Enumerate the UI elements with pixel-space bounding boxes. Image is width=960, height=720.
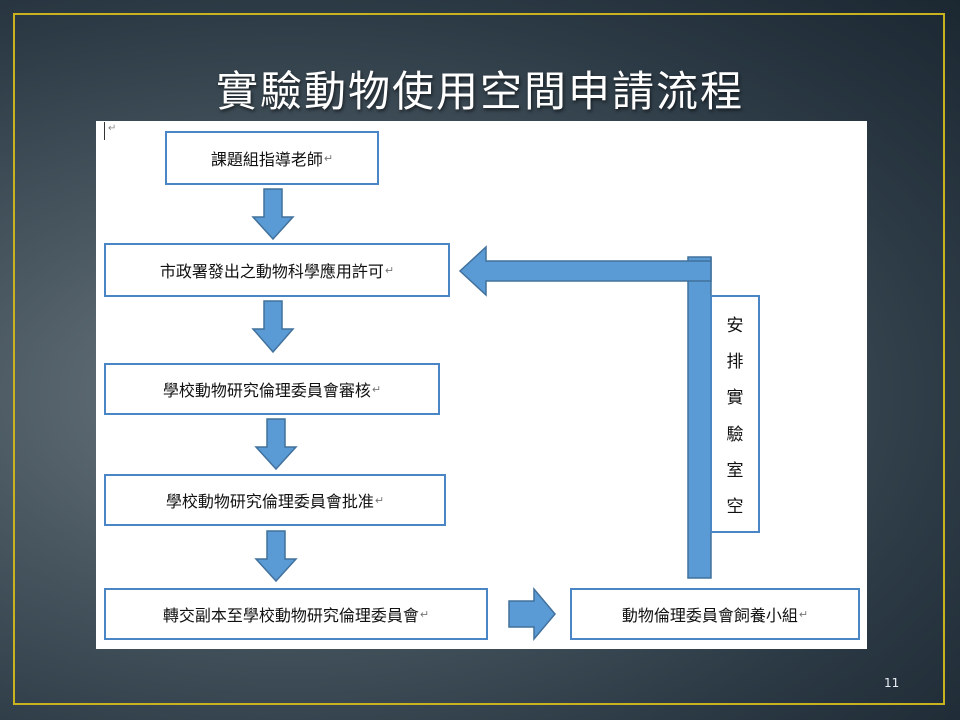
arrows-layer	[251, 188, 712, 642]
box-permit: 市政署發出之動物科學應用許可↵	[104, 243, 450, 297]
down-arrow-3	[254, 418, 298, 471]
box-review-text: 學校動物研究倫理委員會審核	[162, 381, 371, 400]
slide-frame	[13, 13, 945, 705]
down-arrow-4	[254, 530, 298, 583]
box-husbandry: 動物倫理委員會飼養小組↵	[570, 588, 860, 640]
box-permit-text: 市政署發出之動物科學應用許可	[159, 262, 384, 281]
down-arrow-2	[251, 300, 295, 354]
side-label-char: 安	[726, 315, 744, 336]
box-forward-copy: 轉交副本至學校動物研究倫理委員會↵	[104, 588, 488, 640]
box-review: 學校動物研究倫理委員會審核↵	[104, 363, 440, 415]
text-cursor	[104, 122, 105, 140]
slide-title: 實驗動物使用空間申請流程	[215, 67, 744, 116]
down-arrow-1	[251, 188, 295, 241]
side-label-char: 室	[726, 460, 744, 481]
return-left-arrow	[458, 245, 712, 297]
return-vertical-bar	[687, 256, 712, 579]
box-approval-text: 學校動物研究倫理委員會批准	[165, 492, 374, 511]
box-supervisor: 課題組指導老師↵	[165, 131, 379, 185]
box-approval: 學校動物研究倫理委員會批准↵	[104, 474, 446, 526]
side-label-char: 實	[726, 388, 744, 409]
right-arrow	[508, 586, 556, 642]
box-supervisor-text: 課題組指導老師	[210, 150, 323, 169]
side-label-char: 空	[726, 497, 744, 518]
page-number: 11	[884, 676, 900, 690]
box-forward-copy-text: 轉交副本至學校動物研究倫理委員會	[162, 606, 419, 625]
paragraph-mark: ↵	[108, 123, 117, 134]
side-label-char: 排	[726, 351, 744, 372]
side-label-arrange-lab-space: 安 排 實 驗 室 空	[710, 295, 760, 533]
side-label-char: 驗	[726, 424, 744, 445]
diagram-canvas: ↵ 課題組指導老師↵ 市政署發出之動物科學應用許可↵ 學校動物研究倫理委員會審核…	[96, 121, 867, 649]
box-husbandry-text: 動物倫理委員會飼養小組	[621, 606, 798, 625]
